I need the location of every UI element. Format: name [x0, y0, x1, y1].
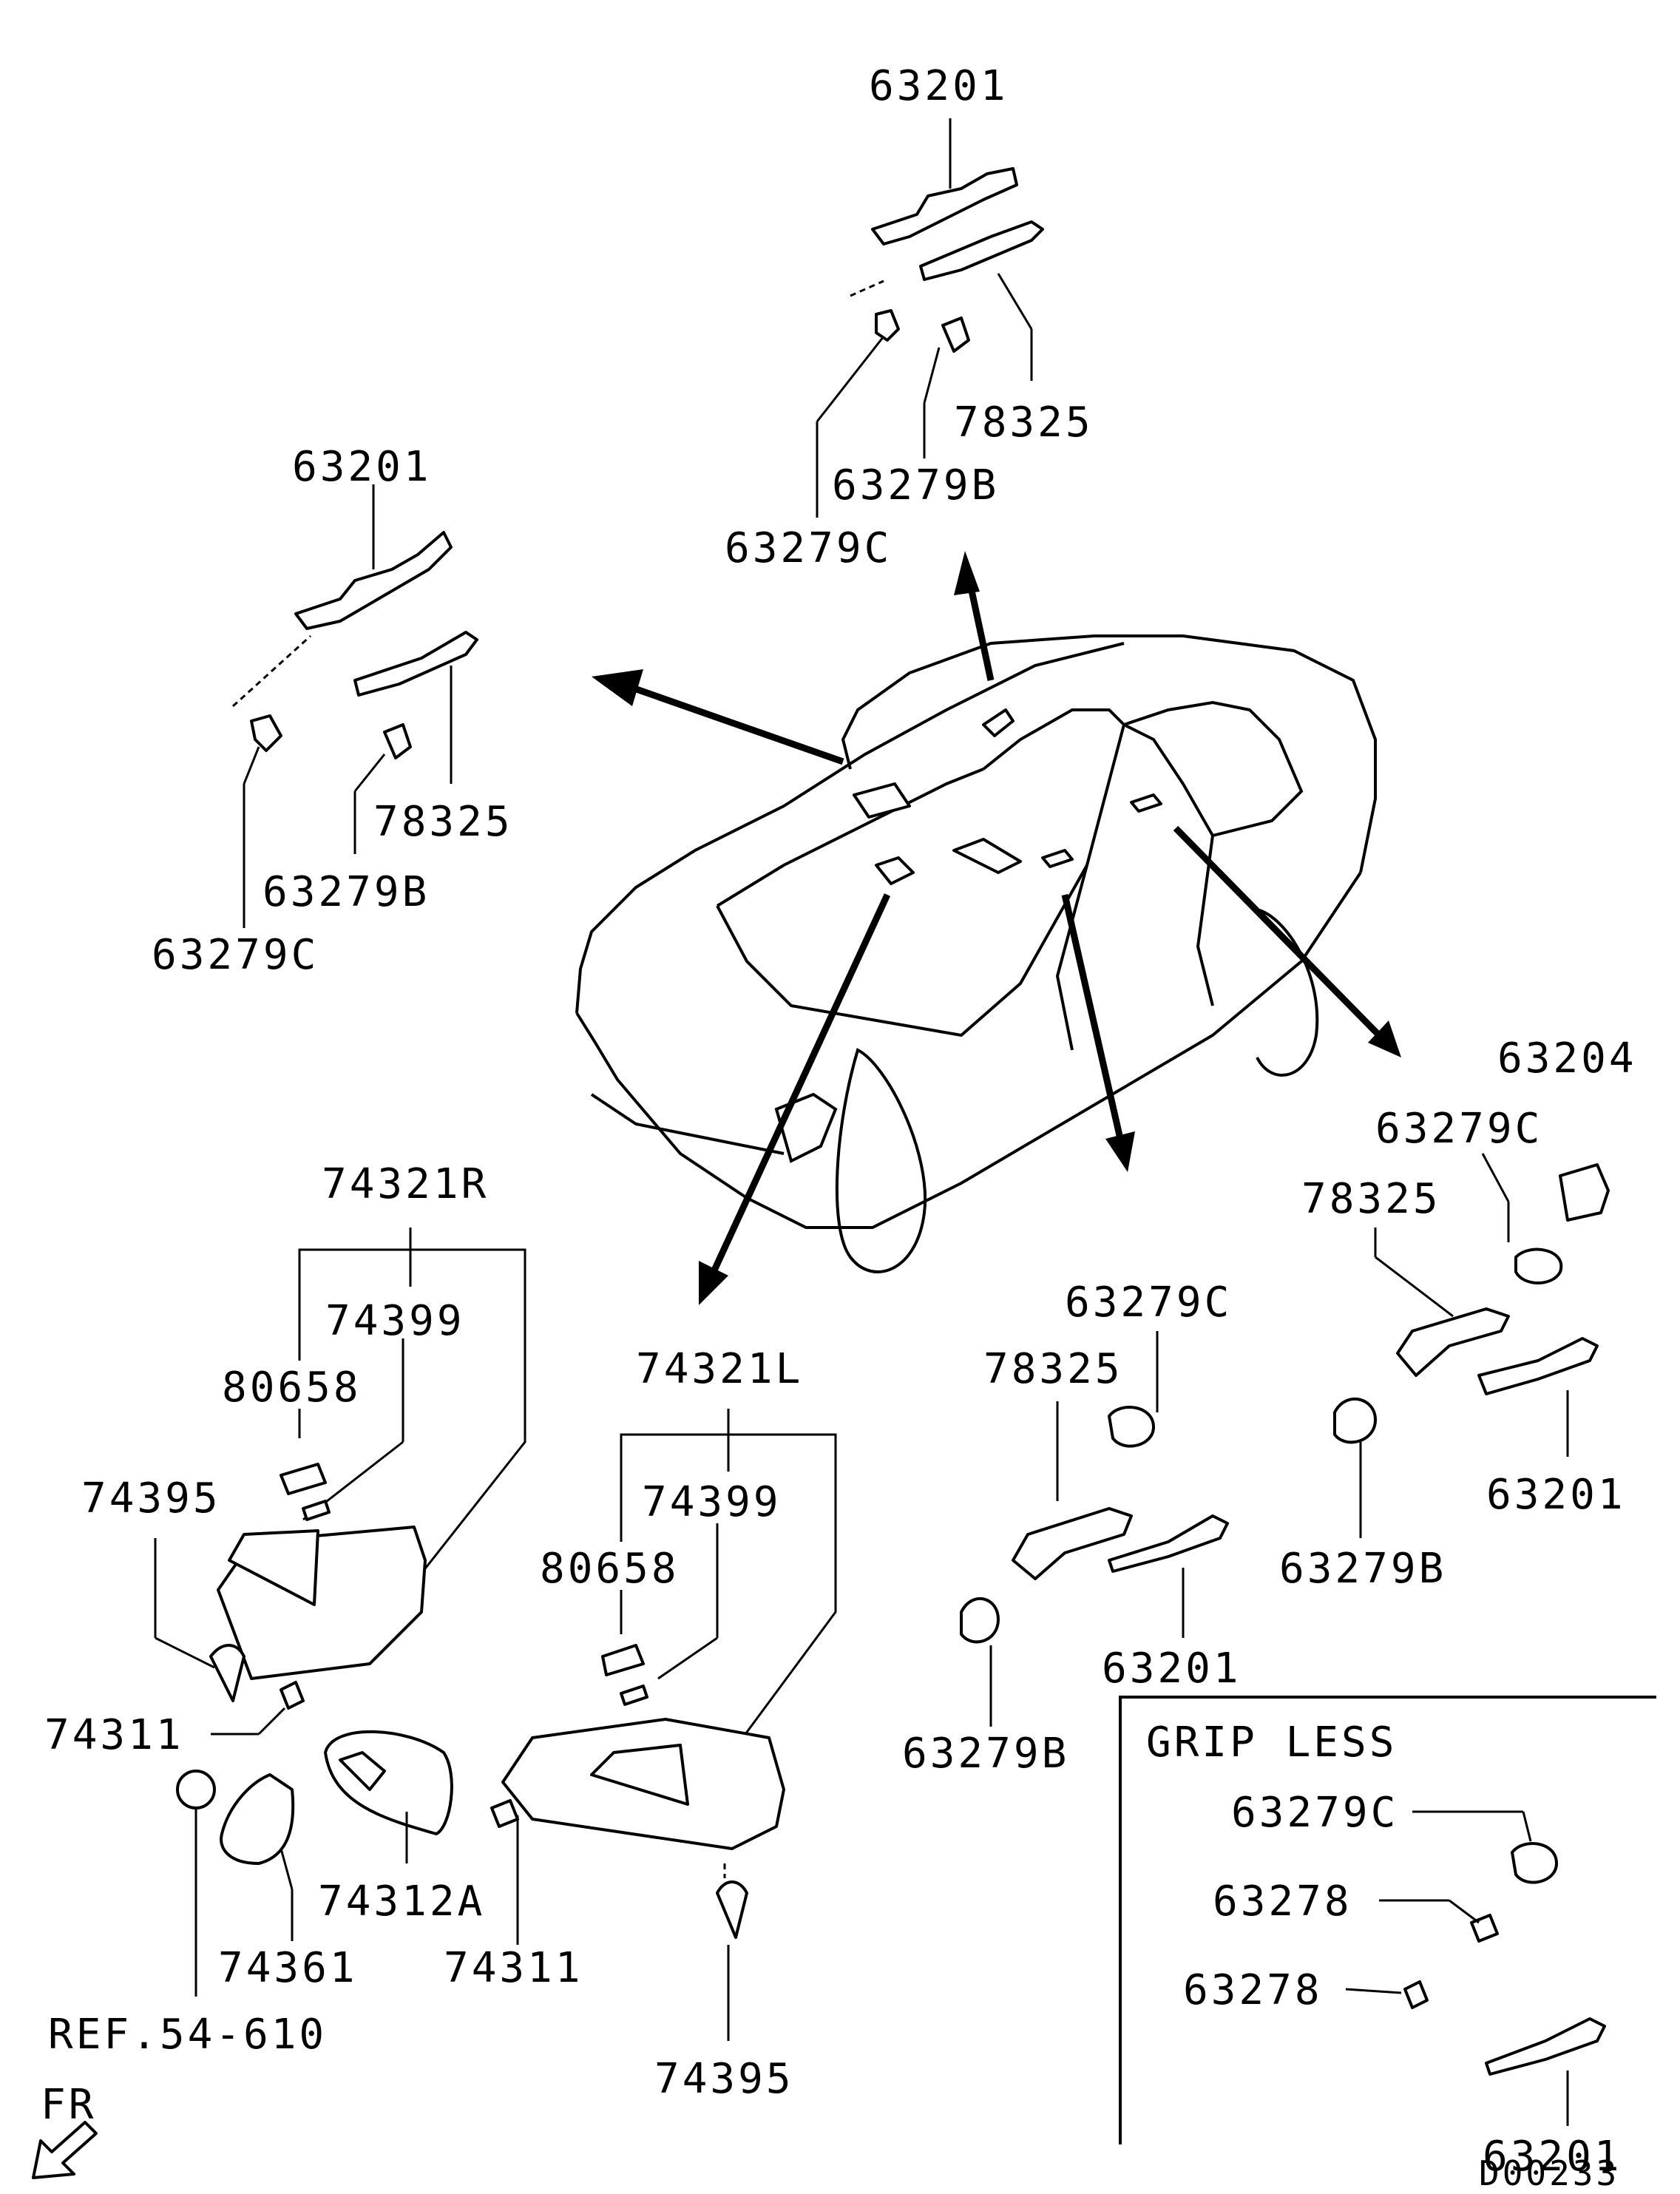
label-top-63279B: 63279B: [832, 461, 999, 509]
label-visor-r-74311: 74311: [44, 1711, 184, 1759]
label-mirror-74312A: 74312A: [318, 1878, 485, 1926]
label-visor-r: 74321R: [322, 1160, 489, 1208]
label-r-63279B: 63279B: [1279, 1545, 1446, 1593]
grip-less-inset: [1119, 1696, 1656, 2144]
sun-visor-left-assembly: [490, 1409, 837, 2041]
front-direction-arrow: [32, 2121, 98, 2179]
label-gl-63278-b: 63278: [1183, 1966, 1323, 2014]
label-ul-63279C: 63279C: [152, 931, 319, 979]
label-top-63201: 63201: [869, 62, 1009, 110]
label-fr: FR: [41, 2081, 96, 2129]
label-visor-l-80658: 80658: [540, 1545, 680, 1593]
part-labels: 63201 78325 63279B 63279C 63201 78325 63…: [41, 62, 1637, 2193]
label-visor-l-74399: 74399: [642, 1478, 782, 1526]
label-r-63204: 63204: [1497, 1035, 1637, 1083]
label-top-78325: 78325: [954, 399, 1094, 447]
vehicle-outline: [575, 634, 1377, 1273]
sun-visor-right-assembly: [154, 1228, 526, 1736]
label-m-63279B: 63279B: [902, 1730, 1069, 1778]
label-r-63201: 63201: [1486, 1471, 1626, 1519]
mirror-lamp-group: [176, 1730, 453, 1997]
label-ul-63201: 63201: [292, 443, 432, 491]
label-m-63201: 63201: [1102, 1645, 1242, 1693]
callout-arrows: [592, 551, 1401, 1305]
car-roof-parts: [853, 708, 1162, 885]
label-gl-63201: 63201: [1483, 2133, 1622, 2181]
label-visor-r-80658: 80658: [222, 1364, 362, 1412]
label-r-78325: 78325: [1301, 1175, 1441, 1223]
label-m-63279C: 63279C: [1065, 1279, 1232, 1327]
label-visor-l-74311: 74311: [444, 1944, 583, 1992]
label-visor-r-74399: 74399: [325, 1297, 465, 1345]
label-gl-63278-a: 63278: [1213, 1878, 1352, 1926]
label-lamp-74361: 74361: [218, 1944, 358, 1992]
label-grip-less-title: GRIP LESS: [1146, 1719, 1397, 1767]
diagram-code: D00233: [1479, 2153, 1619, 2193]
label-ul-63279B: 63279B: [262, 868, 430, 916]
label-ul-78325: 78325: [373, 798, 513, 846]
label-visor-l-74395: 74395: [654, 2055, 794, 2103]
label-r-63279C: 63279C: [1375, 1105, 1542, 1153]
upper-left-grip-assembly: [231, 484, 478, 928]
label-top-63279C: 63279C: [725, 524, 892, 572]
top-grip-assembly: [816, 118, 1044, 518]
right-grip-assembly: [1333, 1153, 1610, 1538]
middle-grip-assembly: [960, 1331, 1229, 1727]
label-visor-l: 74321L: [636, 1345, 803, 1393]
label-visor-r-74395: 74395: [81, 1474, 221, 1523]
label-gl-63279C: 63279C: [1231, 1789, 1398, 1837]
label-m-78325: 78325: [983, 1345, 1123, 1393]
label-ref: REF.54-610: [48, 2011, 327, 2059]
